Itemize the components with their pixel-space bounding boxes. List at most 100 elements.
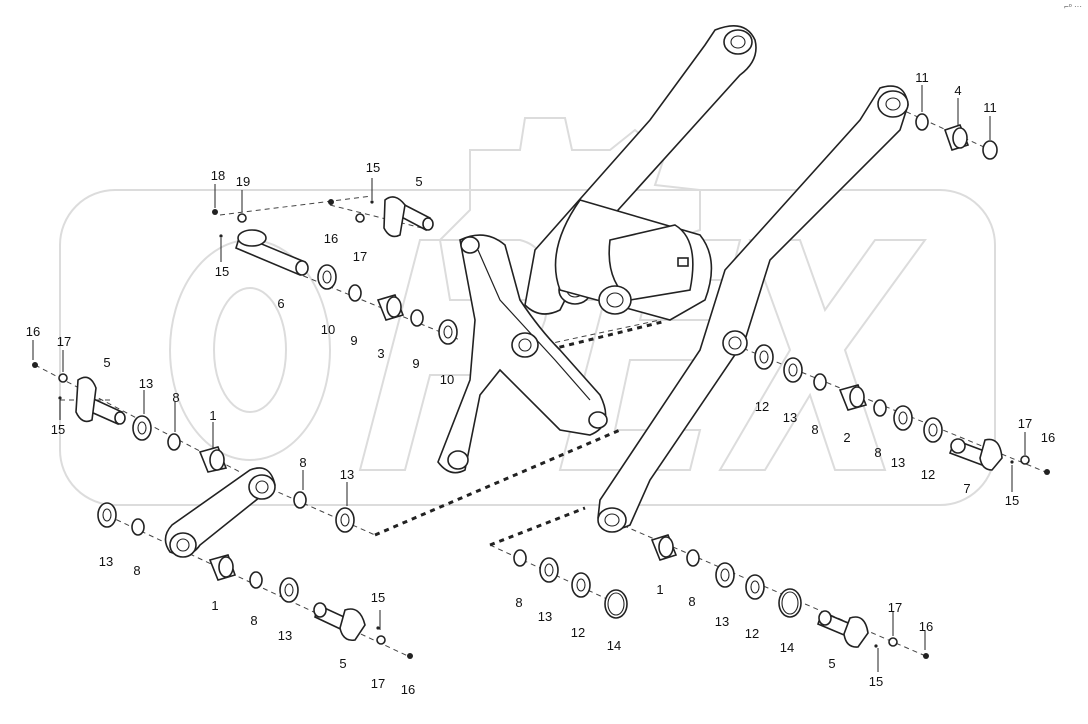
shim-12-b xyxy=(923,417,943,443)
callout-label: 13 xyxy=(715,614,729,629)
washer-17-right xyxy=(1020,455,1030,465)
callout-label: 3 xyxy=(377,346,384,361)
snap-ring-8-c xyxy=(131,518,145,536)
bushing-4 xyxy=(943,124,970,151)
callout-label: 13 xyxy=(538,609,552,624)
callout-label: 13 xyxy=(139,376,153,391)
shim-13-c xyxy=(97,502,117,528)
explode-dashed-line-1 xyxy=(539,320,663,354)
snap-ring-9-a xyxy=(348,284,362,302)
callout-label: 10 xyxy=(321,322,335,337)
callout-label: 9 xyxy=(350,333,357,348)
callout-label: 17 xyxy=(353,249,367,264)
callout-label: 12 xyxy=(755,399,769,414)
callout-label: 1 xyxy=(211,598,218,613)
callout-label: 14 xyxy=(780,640,794,655)
callout-label: 14 xyxy=(607,638,621,653)
callout-label: 8 xyxy=(133,563,140,578)
snap-ring-11-b xyxy=(982,140,998,160)
callout-label: 16 xyxy=(324,231,338,246)
callout-label: 17 xyxy=(371,676,385,691)
callout-label: 13 xyxy=(99,554,113,569)
bolt-18 xyxy=(212,209,218,215)
boom-arm-front xyxy=(597,85,909,533)
snap-ring-11-a xyxy=(915,113,929,131)
pin-15-dot-c xyxy=(58,396,62,400)
bolts xyxy=(32,199,1050,659)
callout-label: 4 xyxy=(954,83,961,98)
bolt-16-bottom xyxy=(407,653,413,659)
callout-label: 17 xyxy=(1018,416,1032,431)
callout-label: 12 xyxy=(921,467,935,482)
pin-15-dot-f xyxy=(874,644,878,648)
pin-5-top xyxy=(383,196,434,238)
callout-label: 8 xyxy=(515,595,522,610)
callout-label: 17 xyxy=(57,334,71,349)
callout-label: 5 xyxy=(828,656,835,671)
shim-13-g xyxy=(539,557,559,583)
snap-ring-8-a xyxy=(167,433,181,451)
explode-dashed-line-2 xyxy=(374,428,621,537)
callout-label: 11 xyxy=(983,100,997,115)
pin-15-dot-a xyxy=(219,234,223,238)
callout-label: 15 xyxy=(366,160,380,175)
callout-label: 8 xyxy=(250,613,257,628)
callout-label: 13 xyxy=(783,410,797,425)
snap-ring-8-g xyxy=(513,549,527,567)
pin-6 xyxy=(235,229,309,277)
leader-lines xyxy=(32,85,1026,672)
callout-label: 15 xyxy=(51,422,65,437)
callout-label: 1 xyxy=(209,408,216,423)
callout-label: 16 xyxy=(401,682,415,697)
snap-ring-8-d xyxy=(249,571,263,589)
callout-label: 12 xyxy=(745,626,759,641)
callout-label: 16 xyxy=(26,324,40,339)
pin-7 xyxy=(948,438,1003,471)
callout-label: 18 xyxy=(211,168,225,183)
bolt-16-top xyxy=(328,199,334,205)
bushing-1-lower xyxy=(208,554,237,581)
seal-ring-14-b xyxy=(778,588,802,618)
bolt-16-right xyxy=(1044,469,1050,475)
callout-label: 5 xyxy=(339,656,346,671)
pin-15-dot-d xyxy=(376,626,380,630)
snap-ring-8-f xyxy=(873,399,887,417)
callout-label: 17 xyxy=(888,600,902,615)
boom-cross-tube xyxy=(554,199,713,321)
shim-13-a xyxy=(132,415,152,441)
bell-crank xyxy=(437,234,608,474)
shim-10-a xyxy=(317,264,337,290)
shim-12-c xyxy=(571,572,591,598)
washer-17-bottom xyxy=(376,635,386,645)
shim-12-a xyxy=(754,344,774,370)
callout-label: 2 xyxy=(843,430,850,445)
callout-label: 13 xyxy=(340,467,354,482)
callout-label: 5 xyxy=(415,174,422,189)
callout-label: 16 xyxy=(1041,430,1055,445)
pin-15-dot-e xyxy=(1010,460,1014,464)
shim-13-f xyxy=(893,405,913,431)
watermark-frame xyxy=(59,189,996,506)
pin-5-right xyxy=(817,610,869,648)
washer-17-top xyxy=(355,213,365,223)
watermark-letter-o-inner xyxy=(213,287,287,413)
watermark-letter-x xyxy=(718,239,927,471)
callout-label: 12 xyxy=(571,625,585,640)
snap-ring-8-b xyxy=(293,491,307,509)
shim-13-d xyxy=(279,577,299,603)
washer-17-left xyxy=(58,373,68,383)
bushing-2 xyxy=(838,384,868,411)
shim-13-e xyxy=(783,357,803,383)
callout-label: 5 xyxy=(103,355,110,370)
shim-10-b xyxy=(438,319,458,345)
washers xyxy=(58,113,1030,647)
snap-ring-8-e xyxy=(813,373,827,391)
callout-label: 8 xyxy=(811,422,818,437)
callout-label: 8 xyxy=(688,594,695,609)
bolt-16-left xyxy=(32,362,38,368)
callout-label: 9 xyxy=(412,356,419,371)
callout-label: 13 xyxy=(891,455,905,470)
callout-label: 19 xyxy=(236,174,250,189)
pin-15-dot-b xyxy=(370,200,374,204)
